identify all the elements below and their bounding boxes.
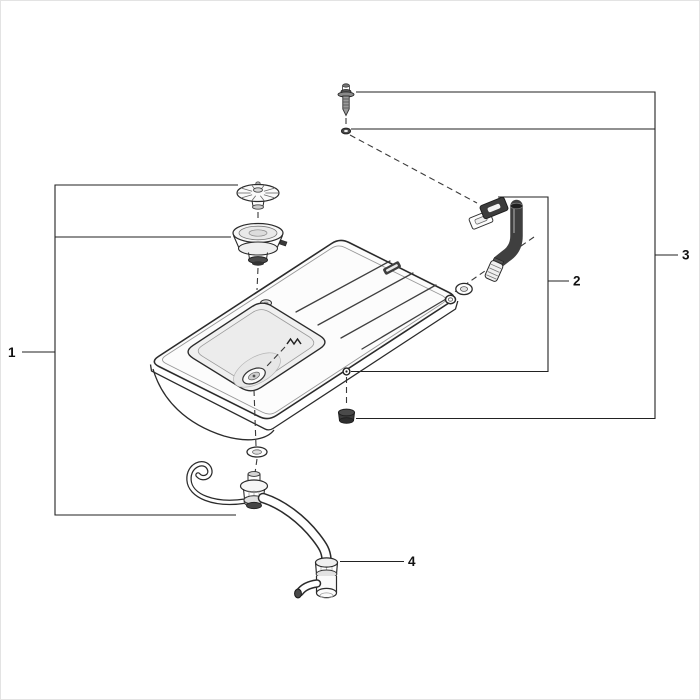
strainer-basket [232,222,288,266]
waste-axis-dash [254,458,258,474]
trap-cup [315,576,338,599]
overflow-cover-plate [479,196,509,220]
screw-washer [340,127,352,135]
outlet-opening [294,588,302,599]
part-label-3: 3 [682,248,690,263]
part-label-1: 1 [8,345,16,360]
callout-bracket-3 [351,91,678,420]
overflow-set [444,196,524,305]
outlet-pipe [257,492,332,565]
clip-pointer-dash [266,346,286,367]
bowl-underside [152,368,275,441]
fixing-dot-washer [342,367,351,376]
bowl-washer [246,446,268,458]
overflow-washer [455,282,473,296]
callout-bracket-2 [351,196,569,373]
overflow-threaded-connector [484,257,505,282]
part-label-2: 2 [573,274,581,289]
blanking-cap [337,408,356,424]
drainboard-grooves [295,260,447,350]
brand-logo [383,261,401,275]
strainer-cap [236,181,280,210]
overflow-o-ring [444,294,457,305]
rim-edge [149,300,459,431]
drain-hole [242,367,266,385]
trap-union-nut [314,557,339,579]
trap-assembly [186,446,339,599]
basket-side-tab [279,239,288,247]
part-label-4: 4 [408,554,416,569]
trap-outlet [294,579,322,599]
callout-bracket-1 [22,184,238,516]
mounting-clip [286,337,302,346]
sink [149,239,459,441]
overflow-elbow [492,199,524,268]
fixing-screw [337,83,355,117]
